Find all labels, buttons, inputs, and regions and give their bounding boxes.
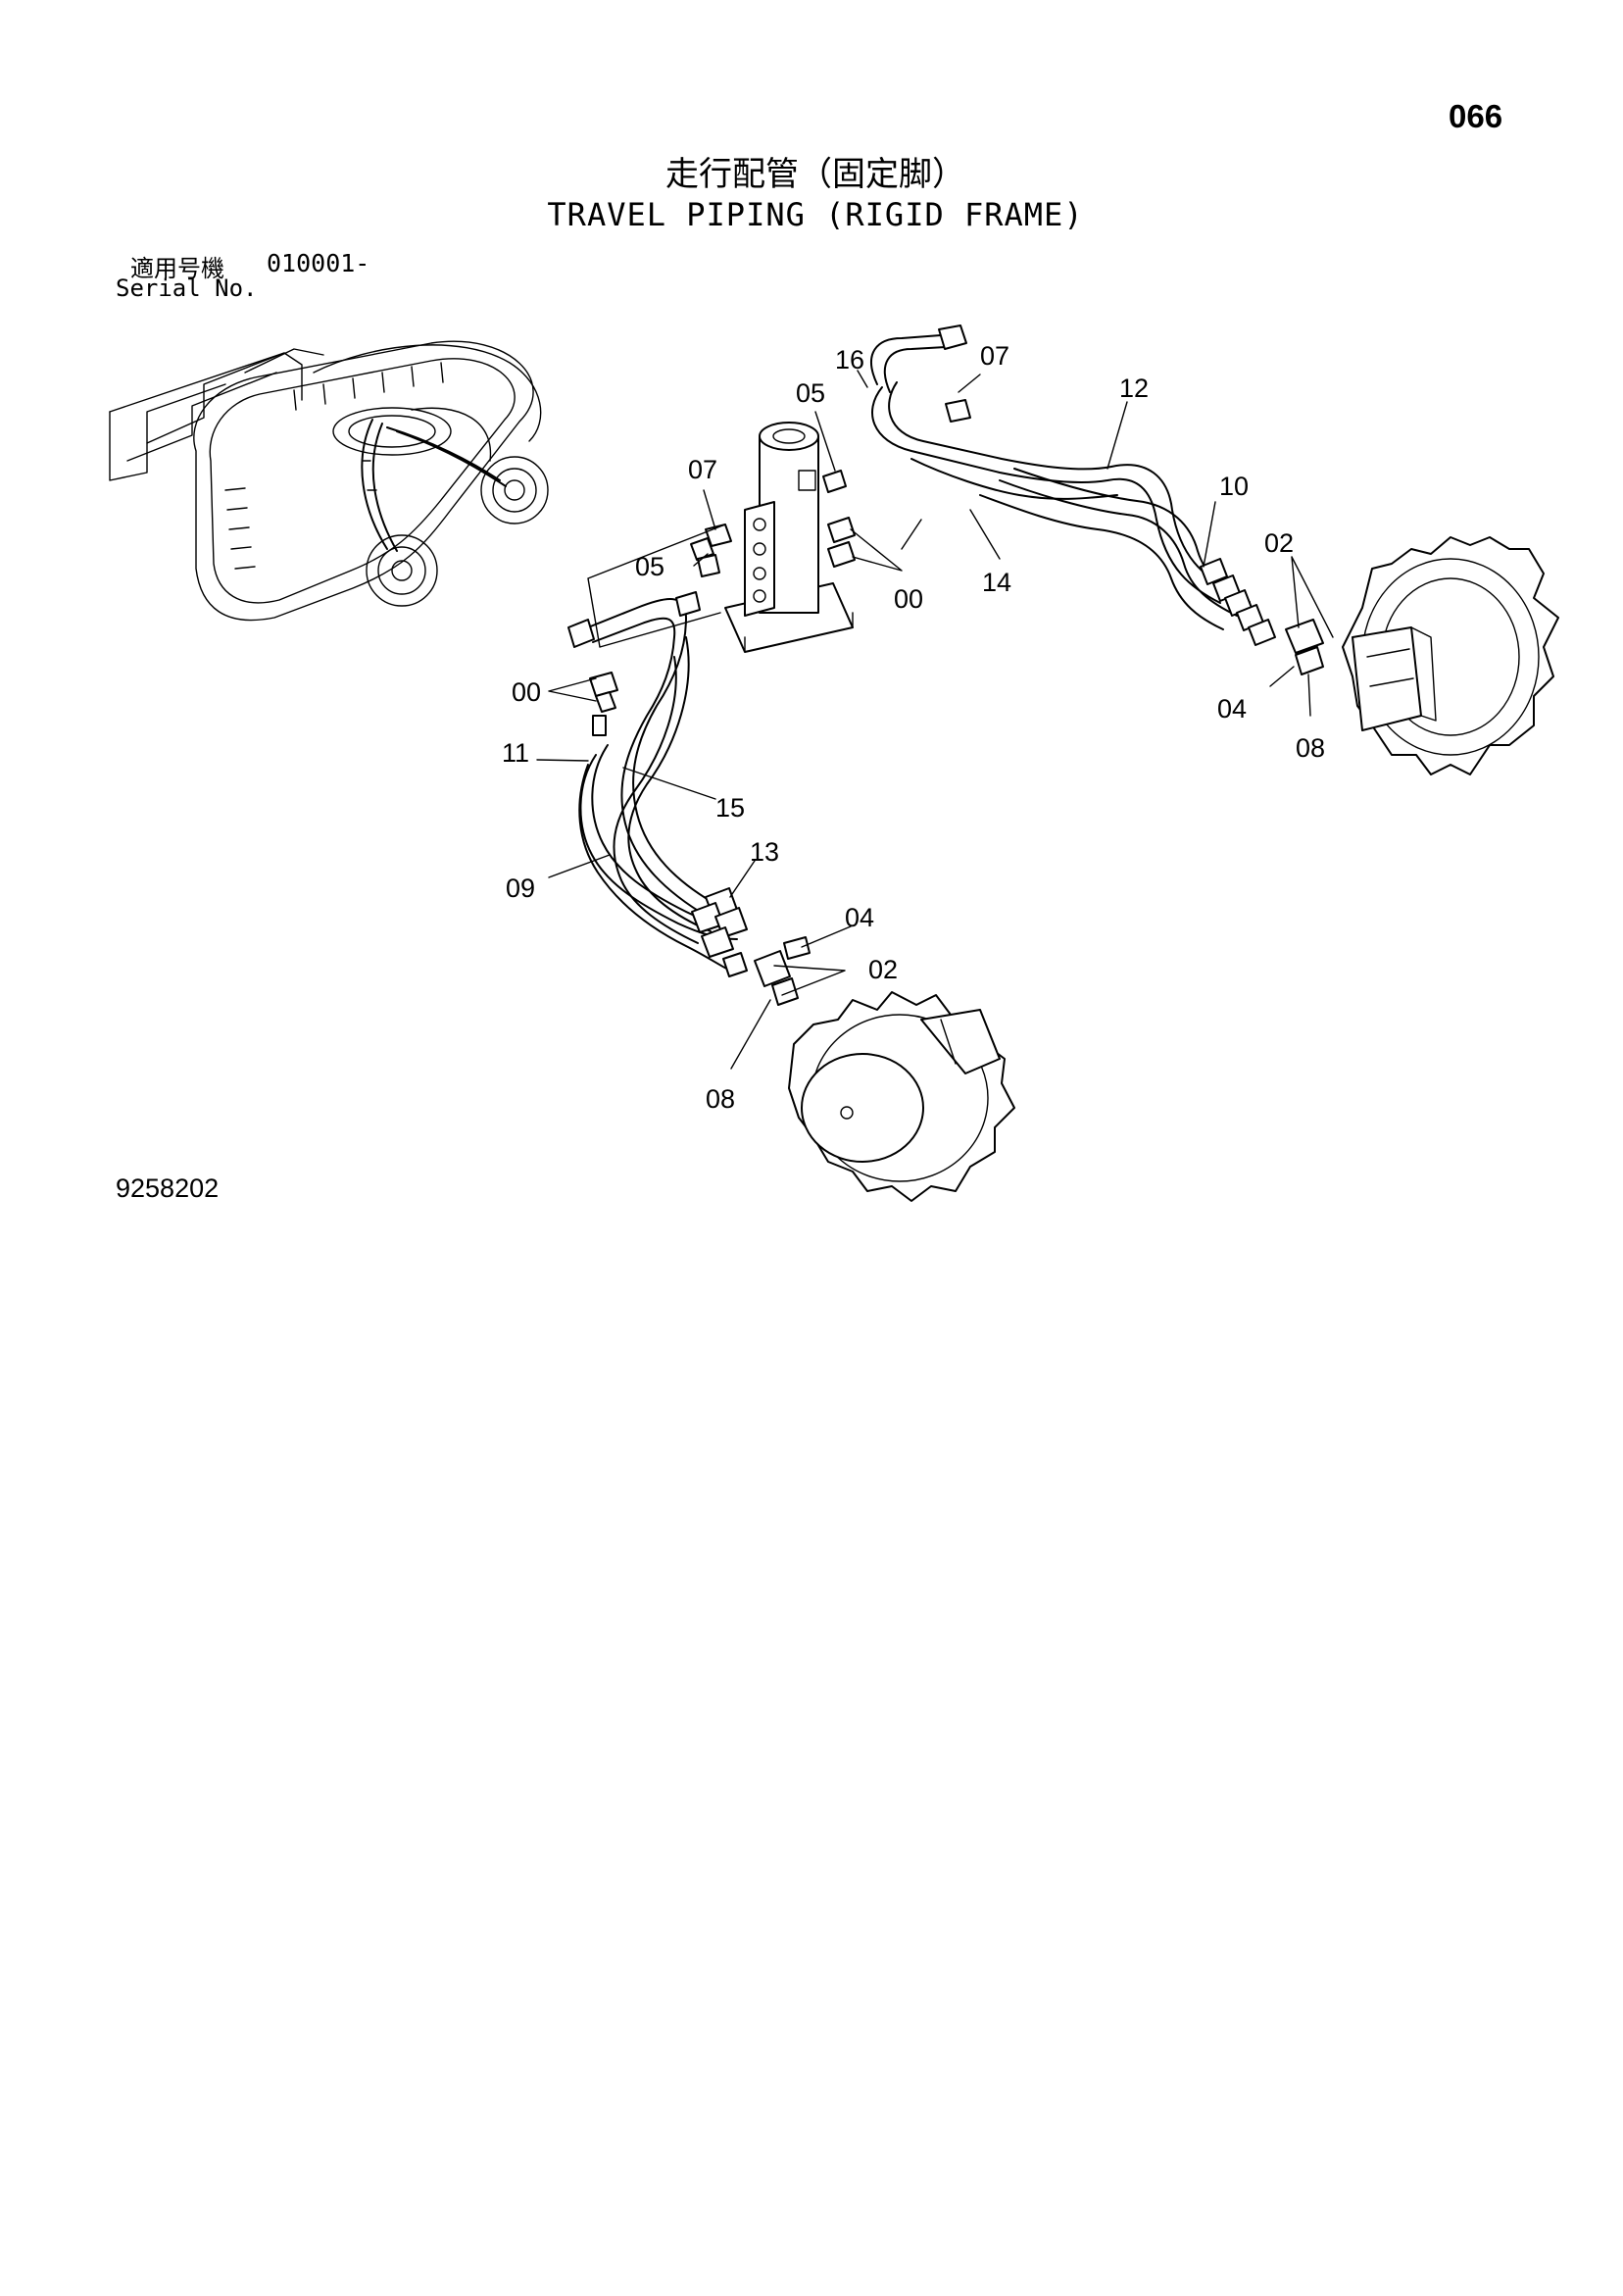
callout-08-bottom: 08 — [706, 1084, 735, 1114]
reference-bracket-lines-right — [901, 519, 922, 550]
page-number: 066 — [1449, 98, 1503, 134]
callout-00-mid: 00 — [894, 584, 923, 614]
undercarriage-overview-illustration — [109, 340, 549, 622]
right-hose-bundle — [870, 324, 1324, 675]
callout-07-top: 07 — [980, 341, 1009, 371]
callout-13: 13 — [750, 837, 779, 867]
serial-label-english: Serial No. — [116, 275, 258, 302]
serial-range: 010001- — [267, 249, 370, 277]
left-hose-bundle — [567, 591, 811, 1006]
center-joint-fittings — [690, 470, 856, 577]
callout-10: 10 — [1219, 472, 1249, 501]
callout-04-bottom: 04 — [845, 903, 874, 932]
callout-15: 15 — [715, 793, 745, 823]
reference-bracket-lines — [587, 524, 726, 648]
callout-16: 16 — [835, 345, 864, 374]
callout-00-left: 00 — [512, 677, 541, 707]
callout-labels: 16 07 05 12 07 10 05 00 14 02 00 04 11 0… — [502, 341, 1325, 1114]
drawing-number: 9258202 — [116, 1173, 220, 1203]
serial-label-japanese: 適用号機 — [130, 255, 224, 282]
callout-05-top: 05 — [796, 378, 825, 408]
callout-leader-lines — [536, 370, 1334, 1070]
page-title-english: TRAVEL PIPING (RIGID FRAME) — [547, 196, 1084, 233]
center-joint-assembly — [724, 422, 854, 653]
right-travel-motor — [1342, 536, 1559, 775]
callout-09: 09 — [506, 873, 535, 903]
callout-05-left: 05 — [635, 552, 664, 581]
callout-12: 12 — [1119, 374, 1149, 403]
callout-04-right: 04 — [1217, 694, 1247, 724]
callout-14: 14 — [982, 568, 1011, 597]
callout-07-left: 07 — [688, 455, 717, 484]
page-title-japanese: 走行配管（固定脚） — [665, 155, 965, 194]
left-travel-motor — [788, 991, 1015, 1202]
callout-11: 11 — [502, 738, 529, 768]
callout-02-bottom: 02 — [868, 955, 898, 984]
callout-08-right: 08 — [1296, 733, 1325, 763]
callout-02-right: 02 — [1264, 528, 1294, 558]
